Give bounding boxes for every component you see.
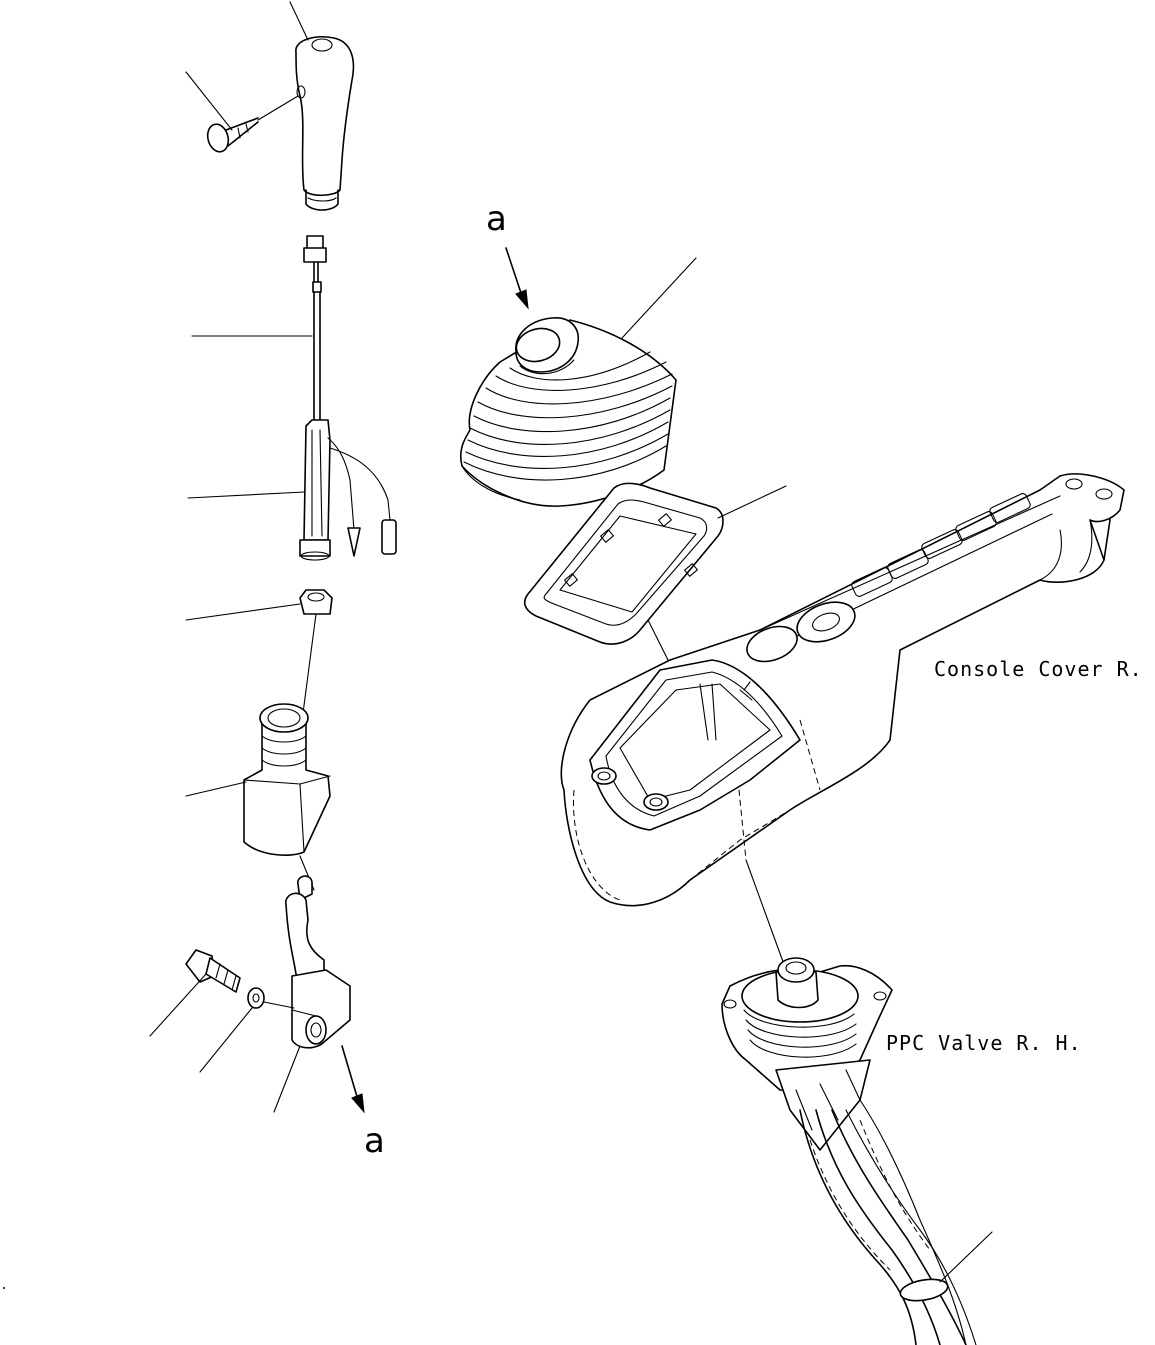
lever-bolt bbox=[185, 949, 241, 993]
lever-arm bbox=[285, 875, 351, 1049]
console-cover bbox=[560, 473, 1125, 907]
leader-nut bbox=[185, 603, 301, 621]
boot-plate bbox=[523, 482, 724, 645]
ppc-valve bbox=[721, 957, 893, 1151]
view-label-a-bottom: a bbox=[364, 1121, 385, 1161]
axis-washer bbox=[263, 1001, 295, 1009]
switch-wire-assembly bbox=[299, 235, 397, 561]
bellows-boot bbox=[459, 317, 677, 507]
corner-mark bbox=[3, 1287, 5, 1289]
label-console-cover: Console Cover R. H. bbox=[934, 657, 1155, 681]
view-label-a-top: a bbox=[486, 199, 507, 239]
leader-grip bbox=[289, 1, 309, 41]
leader-washer bbox=[199, 1007, 253, 1073]
screw-axis bbox=[257, 95, 299, 121]
axis-console-valve bbox=[745, 859, 787, 971]
view-arrow-a-bottom bbox=[341, 1045, 365, 1114]
leader-boot bbox=[185, 781, 247, 797]
lever-grip bbox=[295, 36, 355, 211]
leader-bellows bbox=[621, 257, 697, 339]
leader-switch bbox=[187, 491, 305, 499]
view-arrow-a-top bbox=[505, 247, 529, 310]
lever-boot bbox=[243, 703, 331, 856]
leader-screw bbox=[185, 71, 233, 131]
leader-bolt bbox=[149, 973, 207, 1037]
washer bbox=[247, 987, 265, 1009]
label-ppc-valve: PPC Valve R. H. bbox=[886, 1031, 1082, 1055]
leader-plate bbox=[717, 485, 787, 519]
hex-nut bbox=[299, 589, 333, 615]
hydraulic-hoses bbox=[799, 1099, 977, 1345]
grip-screw bbox=[206, 117, 259, 153]
leader-hose-clamp bbox=[939, 1231, 993, 1283]
leader-lever bbox=[273, 1045, 301, 1113]
